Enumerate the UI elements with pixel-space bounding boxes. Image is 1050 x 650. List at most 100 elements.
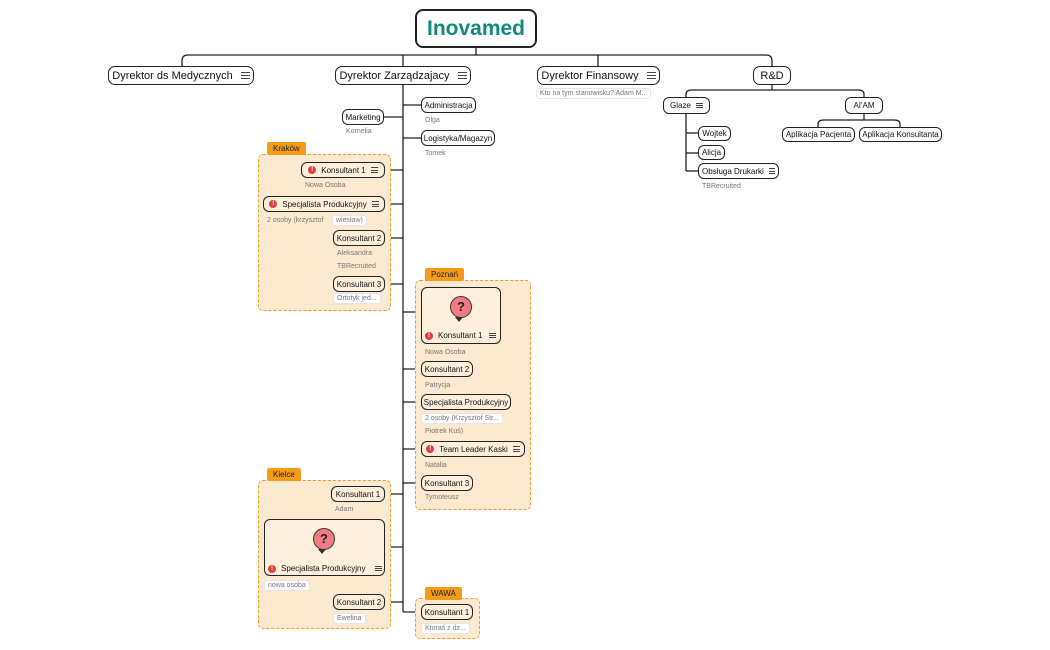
node-aiam[interactable]: AI'AM [845,97,883,114]
node-kielce-konsultant-1[interactable]: Konsultant 1 [331,486,385,502]
node-poznan-konsultant-2[interactable]: Konsultant 2 [421,361,473,377]
node-label: Specjalista Produkcyjny [282,199,367,209]
node-label: Dyrektor Zarządzajacy [339,69,450,82]
person-label: TBRecruited [702,183,741,190]
notes-icon [646,70,656,82]
node-poznan-konsultant-3[interactable]: Konsultant 3 [421,475,473,491]
node-aplikacja-konsultanta[interactable]: Aplikacja Konsultanta [859,127,942,142]
question-icon: ? [450,296,472,318]
person-label: Ewelina [333,613,366,624]
question-tail [318,549,326,554]
person-label: Tymoteusz [425,494,459,501]
group-tag-krakow: Kraków [267,142,306,155]
node-label: Dyrektor Finansowy [541,69,639,82]
node-marketing[interactable]: Marketing [342,109,384,125]
notes-icon [240,70,250,82]
warning-icon: ! [268,564,276,573]
warning-icon: ! [308,166,317,174]
node-dyrektor-zarzadzajacy[interactable]: Dyrektor Zarządzajacy [335,66,471,85]
root-node[interactable]: Inovamed [415,9,537,48]
finansowy-note: Kto na tym stanowisku? Adam M... [536,88,652,99]
node-obsluga-drukarki[interactable]: Obsługa Drukarki [698,163,779,179]
node-label: Konsultant 3 [336,279,382,289]
notes-icon [457,70,467,82]
node-label: Administracja [424,100,473,110]
warning-icon: ! [426,445,435,453]
qnode-label: ! Specjalista Produkcyjny [268,564,383,573]
qnode-label: ! Konsultant 1 [425,331,497,340]
group-tag-poznan: Poznań [425,268,465,281]
person-label: Patrycja [425,382,451,389]
person-label: wiesław) [332,215,367,226]
node-label: Glaze [670,101,691,110]
node-label: Team Leader Kaski [439,444,508,454]
node-label: Konsultant 1 [335,489,381,499]
node-dyrektor-finansowy[interactable]: Dyrektor Finansowy [537,66,660,85]
node-poznan-specjalista[interactable]: Specjalista Produkcyjny [421,394,511,410]
node-glaze[interactable]: Glaze [663,97,710,114]
node-label: Konsultant 3 [424,478,470,488]
person-label: Nowa Osoba [305,182,346,189]
node-label: AI'AM [853,101,875,110]
person-label: Ktoraś z dz... [421,623,470,634]
person-label: nowa osoba [264,580,310,591]
node-wojtek[interactable]: Wojtek [698,126,731,141]
person-label: Piotrek Kuś) [425,428,464,435]
node-label: R&D [760,69,784,82]
node-label: Marketing [345,112,381,122]
node-aplikacja-pacjenta[interactable]: Aplikacja Pacjenta [782,127,855,142]
node-label: Konsultant 1 [321,165,366,175]
person-label: Aleksandra [337,250,373,257]
group-tag-kielce: Kielce [267,468,301,481]
node-krakow-konsultant-3[interactable]: Konsultant 3 [333,276,385,292]
node-label: Aplikacja Pacjenta [785,130,852,139]
node-wawa-konsultant-1[interactable]: Konsultant 1 [421,604,473,620]
warning-icon: ! [269,200,278,208]
warning-icon: ! [425,331,433,340]
person-kornelia: Kornelia [346,128,372,135]
group-tag-wawa: WAWA [425,587,462,600]
node-rnd[interactable]: R&D [753,66,791,85]
question-tail [455,317,463,322]
root-title: Inovamed [426,16,526,40]
notes-icon [370,166,378,175]
node-label: Alicja [701,148,722,157]
node-label: Obsługa Drukarki [702,166,764,176]
notes-icon [768,167,775,176]
person-label: Natalia [425,462,447,469]
node-krakow-specjalista[interactable]: ! Specjalista Produkcyjny [263,196,385,212]
node-poznan-team-leader[interactable]: ! Team Leader Kaski [421,441,525,457]
notes-icon [695,101,703,110]
notes-icon [489,331,497,340]
person-label: 2 osoby (Krzysztof Str... [421,413,503,424]
node-kielce-konsultant-2[interactable]: Konsultant 2 [333,594,385,610]
node-label: Konsultant 2 [336,597,382,607]
node-label: Wojtek [702,129,727,138]
node-label: Logistyka/Magazyn [423,133,493,143]
person-label: Nowa Osoba [425,349,466,356]
notes-icon [375,564,383,573]
node-dyrektor-medycznych[interactable]: Dyrektor ds Medycznych [108,66,254,85]
node-krakow-konsultant-2[interactable]: Konsultant 2 [333,230,385,246]
node-label: Konsultant 2 [336,233,382,243]
node-label: Konsultant 2 [424,364,470,374]
person-label: Adam [335,506,354,513]
person-tomek: Tomek [425,150,446,157]
node-label: Konsultant 1 [424,607,470,617]
notes-icon [512,445,520,454]
node-label: Aplikacja Konsultanta [862,130,939,139]
notes-icon [371,200,379,209]
node-krakow-konsultant-1[interactable]: ! Konsultant 1 [301,162,385,178]
person-label: Ortotyk jed... [333,293,381,304]
node-administracja[interactable]: Administracja [421,97,476,113]
node-alicja[interactable]: Alicja [698,145,725,160]
node-label: Specjalista Produkcyjny [423,397,509,407]
person-olga: Olga [425,117,440,124]
node-logistyka[interactable]: Logistyka/Magazyn [421,130,495,146]
question-icon: ? [313,528,335,550]
person-label: 2 osoby (krzysztof [267,217,324,224]
person-label: TBRecruited [337,263,376,270]
node-label: Dyrektor ds Medycznych [112,69,233,82]
node-label: Konsultant 1 [438,331,483,340]
